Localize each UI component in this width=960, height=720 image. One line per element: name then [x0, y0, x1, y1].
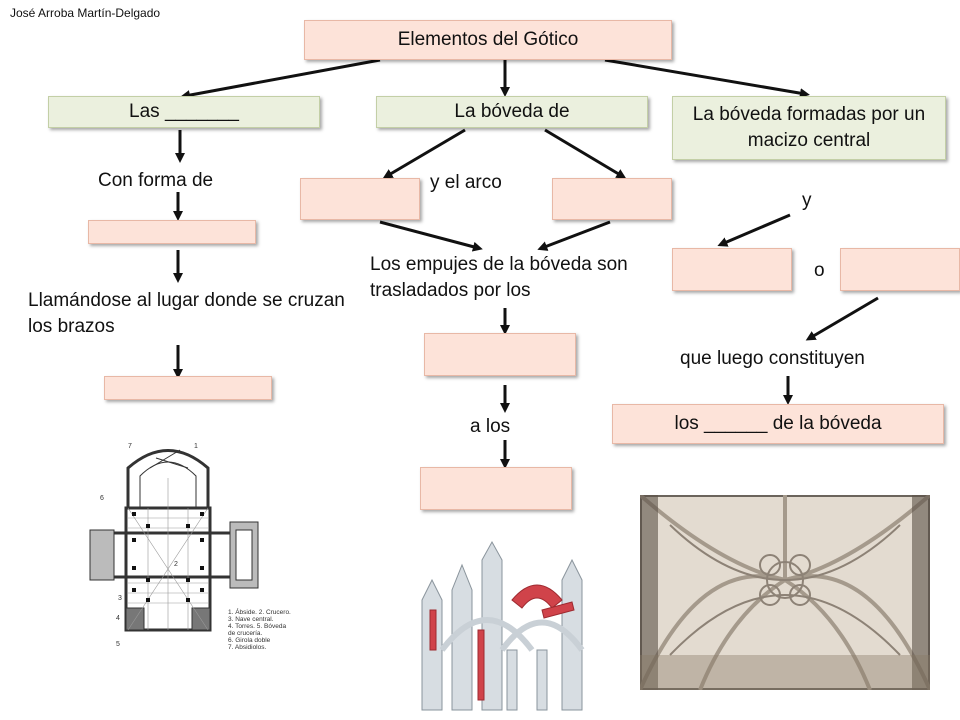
title-box: Elementos del Gótico [304, 20, 672, 60]
vault-answer-box-1[interactable] [300, 178, 420, 220]
arrow-right-converge [805, 296, 879, 341]
cathedral-floorplan-image: 7 1 6 2 3 4 5 1. Ábside. 2. Crucero. 3. … [88, 438, 320, 662]
rib-answer-box-1[interactable] [672, 248, 792, 291]
then-label: que luego constituyen [680, 348, 865, 369]
plan-number: 2 [174, 561, 178, 568]
arrow-title-right [604, 58, 810, 99]
branch-right-box: La bóveda formadas por un macizo central [672, 96, 946, 160]
gothic-cutaway-image [421, 540, 585, 711]
plan-number: 7 [128, 443, 132, 450]
to-label: a los [470, 416, 511, 437]
plan-legend-line: 7. Absidiolos. [228, 644, 266, 651]
or-label: o [814, 260, 825, 281]
plan-number: 5 [116, 641, 120, 648]
crossing-label: Llamándose al lugar donde se cruzan los … [28, 290, 345, 337]
thrust-label: Los empujes de la bóveda son trasladados… [370, 254, 628, 301]
thrust-answer-box[interactable] [424, 333, 576, 376]
plan-number: 3 [118, 595, 122, 602]
arrow-middle-left [382, 128, 466, 179]
author-credit: José Arroba Martín-Delgado [10, 6, 161, 20]
plan-number: 1 [194, 443, 198, 450]
plan-number: 6 [100, 495, 104, 502]
arrow-middle-right [544, 128, 627, 179]
shape-answer-box[interactable] [88, 220, 256, 244]
arch-answer-box[interactable] [552, 178, 672, 220]
plan-legend-line: 3. Nave central. [228, 616, 274, 623]
shape-label: Con forma de [98, 170, 214, 191]
rib-answer-box-2[interactable] [840, 248, 960, 291]
crossing-answer-box[interactable] [104, 376, 272, 400]
plan-legend-line: 4. Torres. 5. Bóveda [228, 623, 286, 630]
arrow-right-y [717, 213, 791, 247]
branch-left-box: Las _______ [48, 96, 320, 128]
vault-ceiling-photo [640, 495, 930, 690]
and-label: y [802, 190, 812, 211]
arrow-mid-converge-left [379, 220, 483, 252]
branch-middle-box: La bóveda de [376, 96, 648, 128]
arch-label: y el arco [430, 172, 502, 193]
plan-number: 4 [116, 615, 120, 622]
arrow-title-left [180, 58, 381, 101]
plan-legend-line: 6. Girola doble [228, 637, 271, 644]
to-answer-box[interactable] [420, 467, 572, 510]
plan-legend-line: 1. Ábside. 2. Crucero. [228, 607, 291, 616]
result-box: los ______ de la bóveda [612, 404, 944, 444]
plan-legend-line: de crucería. [228, 630, 263, 637]
arrow-mid-converge-right [537, 220, 611, 251]
